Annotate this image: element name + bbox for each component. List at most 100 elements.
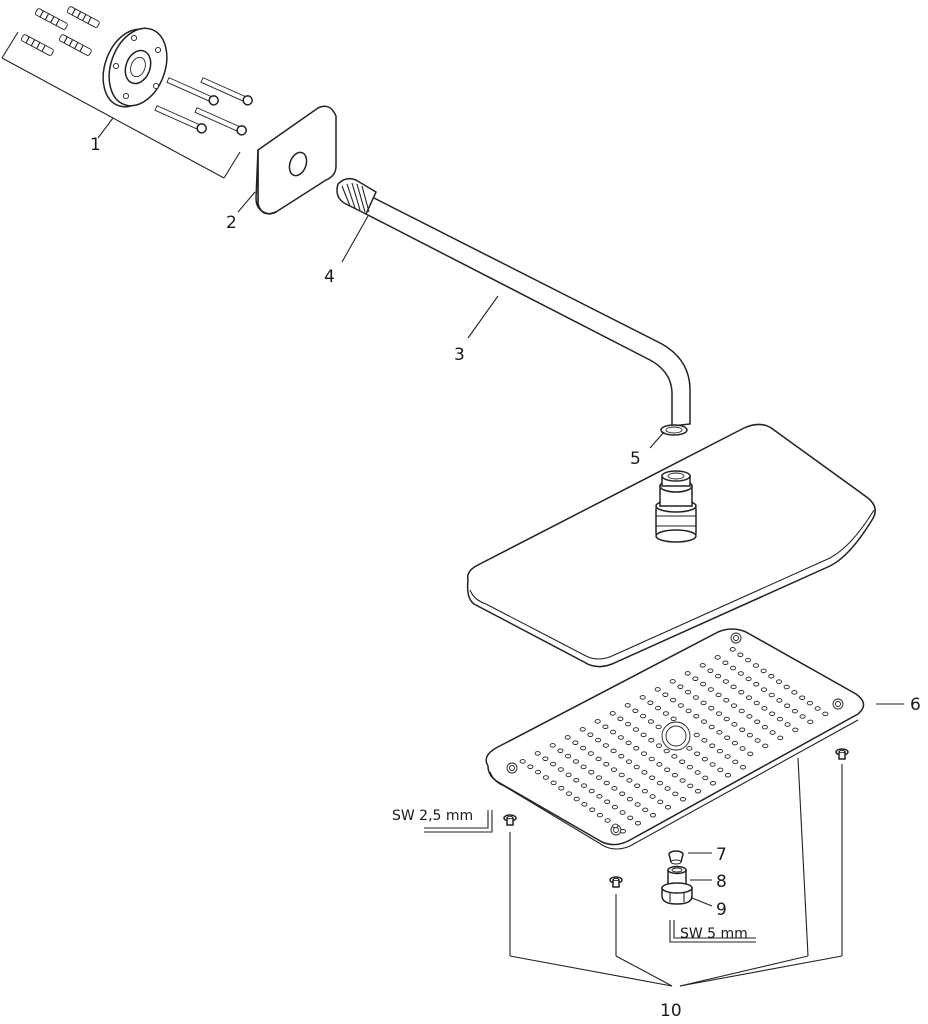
spray-nozzle <box>679 759 686 764</box>
spray-nozzle <box>610 729 617 735</box>
spray-nozzle <box>686 746 693 751</box>
spray-nozzle <box>724 754 731 759</box>
spray-nozzle <box>535 769 542 775</box>
spray-nozzle <box>662 692 669 697</box>
spray-nozzle <box>777 735 784 741</box>
spray-nozzle <box>618 753 625 759</box>
spray-nozzle <box>685 708 692 714</box>
spray-nozzle <box>717 767 724 773</box>
spray-nozzle <box>580 764 587 770</box>
spray-nozzle <box>715 692 722 698</box>
spray-nozzle <box>580 783 588 788</box>
spray-nozzle <box>724 772 732 778</box>
spray-nozzle <box>641 770 648 775</box>
spray-nozzle <box>700 681 707 687</box>
spray-nozzle <box>692 676 699 681</box>
shower-arm <box>336 177 691 436</box>
spray-nozzle <box>775 679 783 684</box>
spray-nozzle <box>617 735 624 740</box>
part-label-2: 2 <box>226 213 237 233</box>
spray-nozzle <box>596 812 603 818</box>
spray-nozzle <box>596 794 603 799</box>
spray-nozzle <box>581 802 588 807</box>
spray-nozzle <box>641 788 648 794</box>
spray-nozzle <box>557 767 564 772</box>
spray-nozzle <box>604 818 611 823</box>
spray-nozzle <box>701 738 708 743</box>
flow-limiter <box>668 850 684 865</box>
spray-nozzle <box>572 759 579 764</box>
spray-nozzle <box>603 761 610 767</box>
spray-nozzle <box>723 697 730 703</box>
spray-nozzle <box>814 706 821 711</box>
spray-nozzle <box>647 700 654 705</box>
spray-nozzle <box>671 754 678 759</box>
spray-nozzle <box>642 807 649 813</box>
spray-nozzle <box>572 740 579 745</box>
spray-nozzle <box>604 799 611 804</box>
spray-nozzle <box>722 660 729 665</box>
spray-nozzle <box>564 735 571 740</box>
spray-nozzle <box>671 772 678 778</box>
spray-nozzle <box>664 767 671 772</box>
hex-key-small-tool[interactable]: SW 2,5 mm <box>392 808 493 833</box>
spray-nozzle <box>632 708 639 713</box>
spray-nozzle <box>822 711 829 717</box>
spray-nozzle <box>657 799 664 805</box>
spray-nozzle <box>769 711 776 716</box>
part-label-8: 8 <box>716 872 727 892</box>
spray-nozzle <box>602 743 609 748</box>
spray-nozzle <box>783 684 790 690</box>
spray-nozzle <box>656 762 663 767</box>
part-10-leaders <box>509 757 843 987</box>
spray-nozzle <box>611 804 618 810</box>
spray-nozzle <box>634 783 641 788</box>
spray-nozzle <box>655 743 663 748</box>
spray-nozzle <box>737 671 744 676</box>
spray-nozzle <box>649 812 657 818</box>
spray-nozzles <box>519 647 829 834</box>
spray-nozzle <box>784 703 791 708</box>
spray-nozzle <box>738 689 745 695</box>
spray-nozzle <box>738 708 745 714</box>
spray-face-plate <box>485 628 865 850</box>
spray-nozzle <box>534 751 541 756</box>
spray-nozzle <box>692 695 699 700</box>
spray-nozzle <box>745 676 752 682</box>
spray-nozzle <box>754 738 761 743</box>
spray-nozzle <box>761 724 768 730</box>
spray-nozzle <box>557 748 564 753</box>
spray-nozzle <box>634 802 641 807</box>
hex-key-large-tool[interactable]: SW 5 mm <box>669 920 756 943</box>
spray-nozzle <box>565 791 573 796</box>
screws <box>154 77 253 136</box>
spray-nozzle <box>760 668 767 674</box>
spray-nozzle <box>722 679 729 684</box>
spray-nozzle <box>747 751 754 757</box>
spray-nozzle <box>729 647 736 652</box>
spray-nozzle <box>640 751 648 756</box>
spray-nozzle <box>663 748 670 754</box>
spray-nozzle <box>648 737 655 743</box>
spray-nozzle <box>701 756 708 762</box>
spray-nozzle <box>761 706 768 711</box>
spray-nozzle <box>707 668 714 673</box>
spray-nozzle <box>694 788 702 794</box>
spray-nozzle <box>745 695 753 700</box>
spray-nozzle <box>709 762 716 767</box>
spray-nozzle <box>684 671 691 676</box>
spray-nozzle <box>672 791 679 797</box>
spray-nozzle <box>664 786 671 791</box>
spray-nozzle <box>618 772 625 778</box>
spray-nozzle <box>806 700 813 706</box>
spray-nozzle <box>519 759 526 764</box>
part-label-3: 3 <box>454 345 465 365</box>
spray-nozzle <box>587 732 594 737</box>
spray-nozzle <box>768 673 775 679</box>
spray-nozzle <box>609 711 616 716</box>
spray-nozzle <box>588 788 595 794</box>
hex-key-small-label: SW 2,5 mm <box>392 808 473 824</box>
ball-joint <box>655 470 697 543</box>
spray-nozzle <box>694 751 701 756</box>
spray-nozzle <box>587 751 594 756</box>
